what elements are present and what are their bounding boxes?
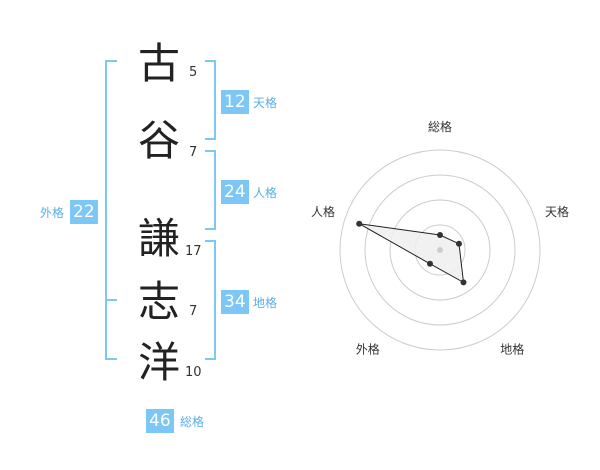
jinkaku-badge: 24 [221, 180, 249, 204]
name-char-4: 志 [138, 277, 181, 326]
gaikaku-badge: 22 [70, 200, 98, 224]
radar-point-2 [456, 240, 462, 247]
tenkaku-label: 天格 [253, 96, 278, 110]
jinkaku-bracket [205, 150, 216, 230]
radar-point-4 [427, 260, 433, 267]
name-char-5: 洋 [138, 338, 181, 387]
radar-axis-label-3: 地格 [500, 342, 524, 357]
gaikaku-bracket-divider [105, 299, 117, 301]
stroke-count-5: 10 [185, 365, 202, 380]
gaikaku-bracket [105, 60, 117, 360]
chikaku-bracket [205, 240, 216, 360]
gaikaku-label: 外格 [40, 206, 65, 220]
stroke-count-2: 7 [189, 145, 198, 160]
soukaku-badge: 46 [146, 409, 174, 433]
radar-ring-2 [389, 199, 491, 301]
radar-point-3 [460, 279, 467, 286]
radar-ring-3 [364, 174, 516, 326]
soukaku-label: 総格 [180, 415, 205, 429]
tenkaku-bracket [205, 60, 216, 140]
radar-axis-label-5: 人格 [311, 204, 335, 219]
chikaku-label: 地格 [253, 296, 278, 310]
radar-center-dot [437, 247, 443, 253]
name-char-3: 謙 [138, 214, 181, 263]
stroke-count-4: 7 [189, 304, 198, 319]
radar-data-polygon [358, 223, 465, 284]
radar-point-1 [437, 232, 443, 238]
stroke-count-1: 5 [189, 65, 198, 80]
stroke-count-3: 17 [185, 244, 202, 259]
radar-ring-4 [339, 149, 541, 351]
radar-axis-label-2: 天格 [545, 204, 569, 219]
chikaku-badge: 34 [221, 290, 249, 314]
radar-axis-label-1: 総格 [428, 119, 452, 134]
jinkaku-label: 人格 [253, 186, 278, 200]
radar-point-5 [356, 220, 363, 227]
tenkaku-badge: 12 [221, 90, 249, 114]
radar-axis-label-4: 外格 [356, 342, 380, 357]
name-char-2: 谷 [138, 116, 181, 165]
name-char-1: 古 [138, 39, 181, 88]
